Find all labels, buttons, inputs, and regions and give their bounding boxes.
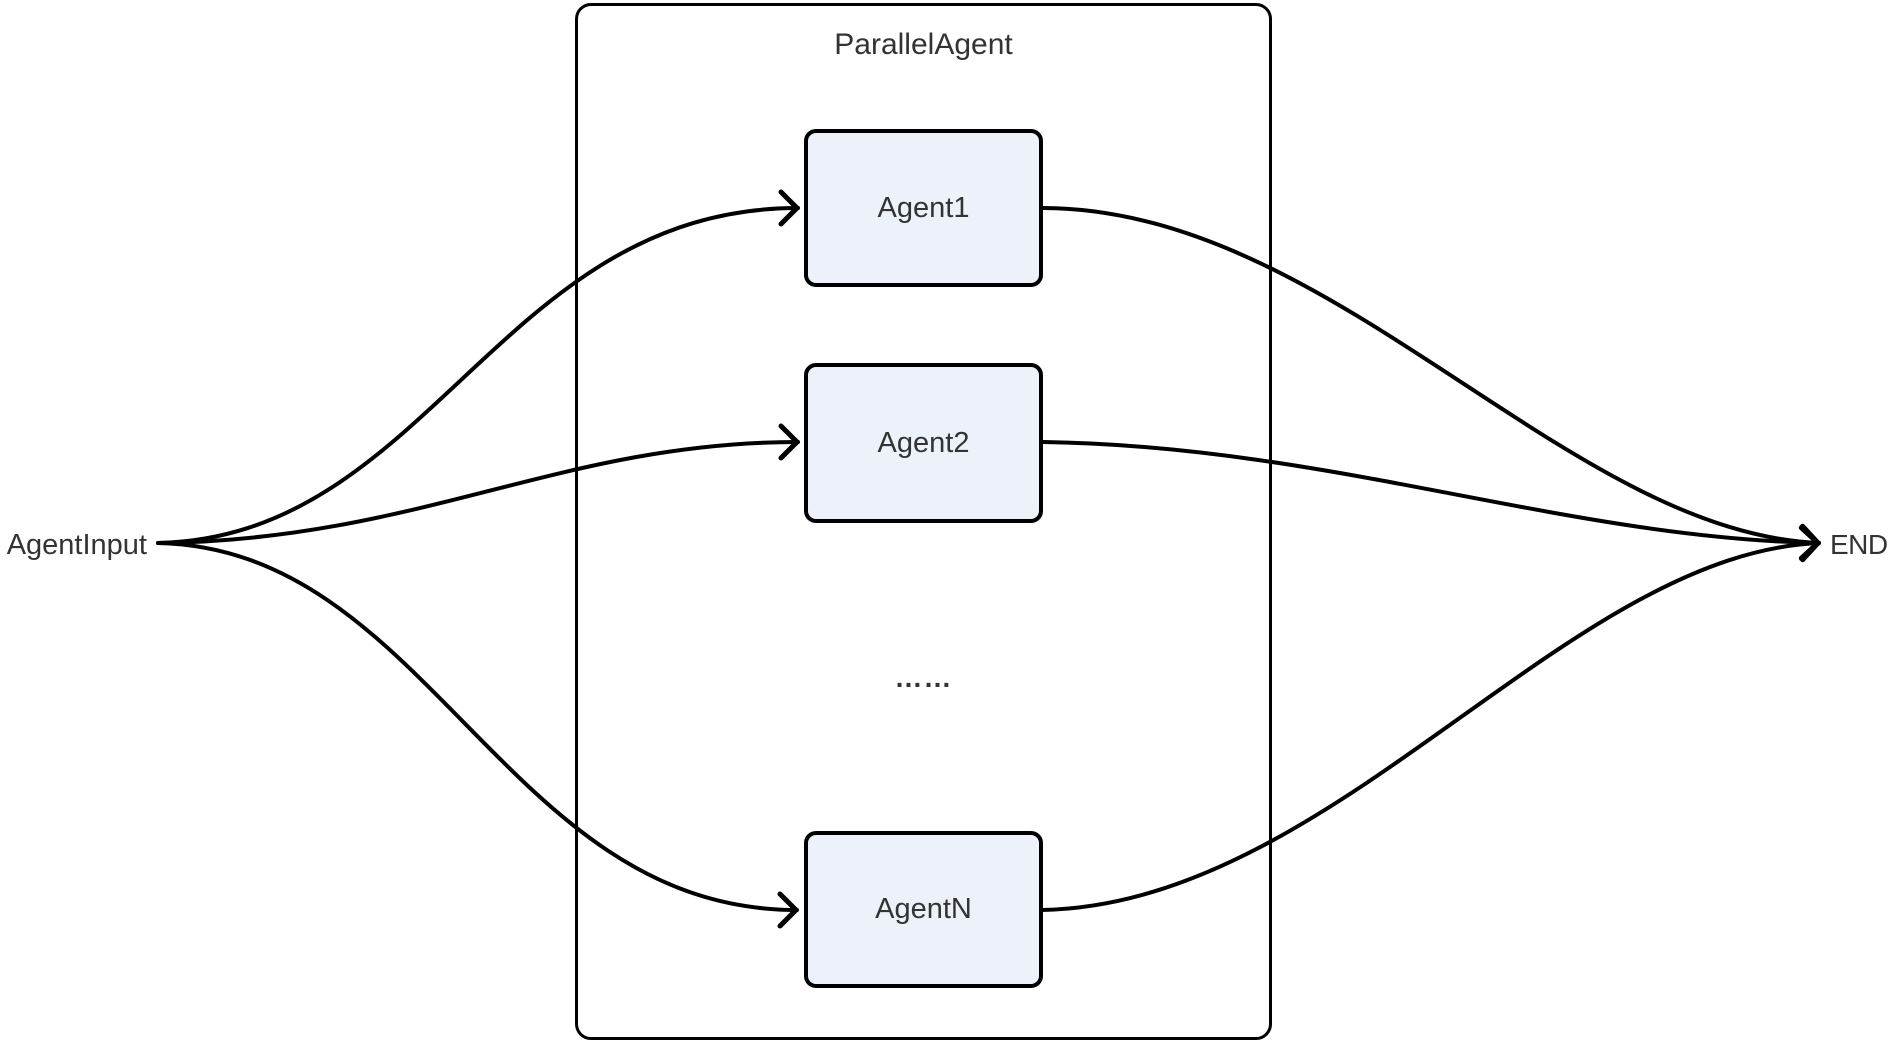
parallel-agent-box: ParallelAgent [575,3,1272,1040]
agent2-node: Agent2 [804,363,1043,523]
end-label: END [1830,529,1888,560]
agent2-node-label: Agent2 [877,426,970,459]
agent1-node-label: Agent1 [877,191,970,224]
agent-input-label: AgentInput [6,529,147,561]
agent1-node: Agent1 [804,129,1043,287]
agents-ellipsis: …… [894,662,953,693]
agentn-node: AgentN [804,831,1043,988]
parallel-agent-title: ParallelAgent [834,28,1013,61]
agentn-node-label: AgentN [875,893,972,925]
